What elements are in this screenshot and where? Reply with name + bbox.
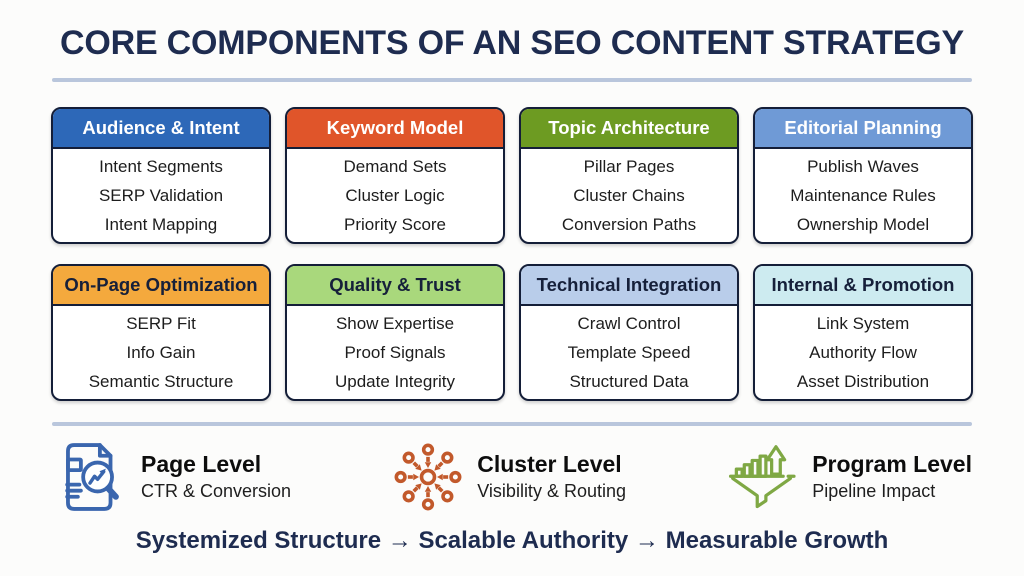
level-cluster: Cluster Level Visibility & Routing	[392, 441, 626, 513]
card-item: Authority Flow	[809, 342, 917, 362]
card-item: Pillar Pages	[583, 156, 675, 176]
card-item: Asset Distribution	[796, 371, 930, 391]
card-header: Topic Architecture	[521, 109, 737, 149]
card-internal-promotion: Internal & Promotion Link System Authori…	[753, 264, 973, 401]
card-header: Quality & Trust	[287, 266, 503, 306]
level-title: Cluster Level	[477, 451, 622, 478]
card-item: Proof Signals	[344, 342, 446, 362]
card-body: Demand Sets Cluster Logic Priority Score	[287, 149, 503, 241]
level-page: Page Level CTR & Conversion	[52, 439, 291, 515]
card-editorial-planning: Editorial Planning Publish Waves Mainten…	[753, 107, 973, 244]
tagline: Systemized Structure → Scalable Authorit…	[135, 526, 889, 554]
card-item: Show Expertise	[335, 313, 455, 333]
level-subtitle: CTR & Conversion	[141, 480, 292, 501]
levels-row: Page Level CTR & Conversion	[52, 439, 972, 515]
cluster-network-icon	[392, 441, 464, 513]
card-header: On-Page Optimization	[53, 266, 269, 306]
card-topic-architecture: Topic Architecture Pillar Pages Cluster …	[519, 107, 739, 244]
card-item: Conversion Paths	[561, 214, 697, 234]
card-item: Cluster Chains	[573, 185, 685, 205]
card-item: Semantic Structure	[88, 371, 234, 391]
card-item: Publish Waves	[807, 156, 919, 176]
components-grid: Audience & Intent Intent Segments SERP V…	[51, 107, 973, 401]
card-item: Ownership Model	[796, 214, 930, 234]
card-item: Info Gain	[126, 342, 196, 362]
card-body: Crawl Control Template Speed Structured …	[521, 306, 737, 398]
level-text: Page Level CTR & Conversion	[141, 451, 291, 502]
card-item: Update Integrity	[334, 371, 455, 391]
level-text: Program Level Pipeline Impact	[812, 451, 972, 502]
title-divider	[52, 78, 972, 82]
document-search-icon	[52, 439, 128, 515]
card-body: Pillar Pages Cluster Chains Conversion P…	[521, 149, 737, 241]
card-item: Demand Sets	[343, 156, 447, 176]
card-onpage-optimization: On-Page Optimization SERP Fit Info Gain …	[51, 264, 271, 401]
card-header: Technical Integration	[521, 266, 737, 306]
card-header: Keyword Model	[287, 109, 503, 149]
card-header: Editorial Planning	[755, 109, 971, 149]
level-subtitle: Visibility & Routing	[477, 480, 626, 501]
level-program: Program Level Pipeline Impact	[727, 441, 972, 513]
card-body: Intent Segments SERP Validation Intent M…	[53, 149, 269, 241]
level-text: Cluster Level Visibility & Routing	[477, 451, 626, 502]
card-header: Internal & Promotion	[755, 266, 971, 306]
level-title: Page Level	[141, 451, 262, 478]
card-item: Crawl Control	[577, 313, 681, 333]
card-audience-intent: Audience & Intent Intent Segments SERP V…	[51, 107, 271, 244]
card-item: SERP Fit	[126, 313, 196, 333]
card-body: Link System Authority Flow Asset Distrib…	[755, 306, 971, 398]
card-header: Audience & Intent	[53, 109, 269, 149]
level-title: Program Level	[812, 451, 972, 478]
card-item: Cluster Logic	[345, 185, 445, 205]
card-body: SERP Fit Info Gain Semantic Structure	[53, 306, 269, 398]
card-item: Maintenance Rules	[790, 185, 936, 205]
level-subtitle: Pipeline Impact	[812, 480, 936, 501]
card-item: Intent Segments	[99, 156, 223, 176]
funnel-growth-icon	[727, 441, 799, 513]
card-item: Link System	[816, 313, 910, 333]
card-item: Intent Mapping	[104, 214, 218, 234]
card-body: Publish Waves Maintenance Rules Ownershi…	[755, 149, 971, 241]
card-quality-trust: Quality & Trust Show Expertise Proof Sig…	[285, 264, 505, 401]
section-divider	[52, 422, 972, 426]
card-item: SERP Validation	[98, 185, 224, 205]
card-item: Template Speed	[567, 342, 691, 362]
card-keyword-model: Keyword Model Demand Sets Cluster Logic …	[285, 107, 505, 244]
card-body: Show Expertise Proof Signals Update Inte…	[287, 306, 503, 398]
page-title: CORE COMPONENTS OF AN SEO CONTENT STRATE…	[60, 24, 964, 62]
card-item: Structured Data	[569, 371, 689, 391]
card-item: Priority Score	[343, 214, 447, 234]
card-technical-integration: Technical Integration Crawl Control Temp…	[519, 264, 739, 401]
